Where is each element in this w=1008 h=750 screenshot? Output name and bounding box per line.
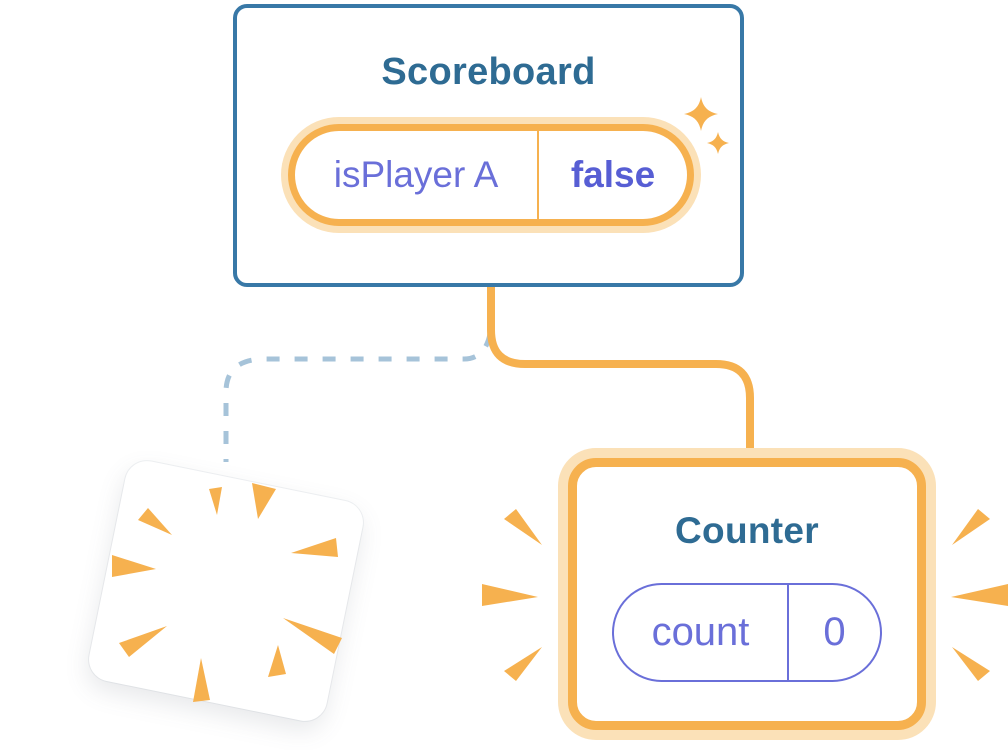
counter-title: Counter [675, 510, 819, 551]
counter-component-card: Counter count 0 [568, 458, 926, 730]
dashed-connector-line [223, 333, 493, 462]
counter-state-key: count [651, 610, 750, 654]
scoreboard-state-pill: isPlayer A false [288, 124, 694, 226]
counter-state-value: 0 [787, 585, 880, 680]
scoreboard-component-card: Scoreboard isPlayer A false [233, 4, 744, 287]
destroyed-component-card [85, 457, 367, 725]
counter-state-pill: count 0 [612, 583, 882, 682]
scoreboard-state-key: isPlayer A [333, 154, 499, 195]
scoreboard-title: Scoreboard [381, 51, 596, 93]
active-connector-line [487, 282, 754, 456]
scoreboard-state-value: false [537, 131, 687, 219]
emphasis-burst-right-icon [951, 509, 1008, 681]
emphasis-burst-left-icon [482, 509, 542, 681]
